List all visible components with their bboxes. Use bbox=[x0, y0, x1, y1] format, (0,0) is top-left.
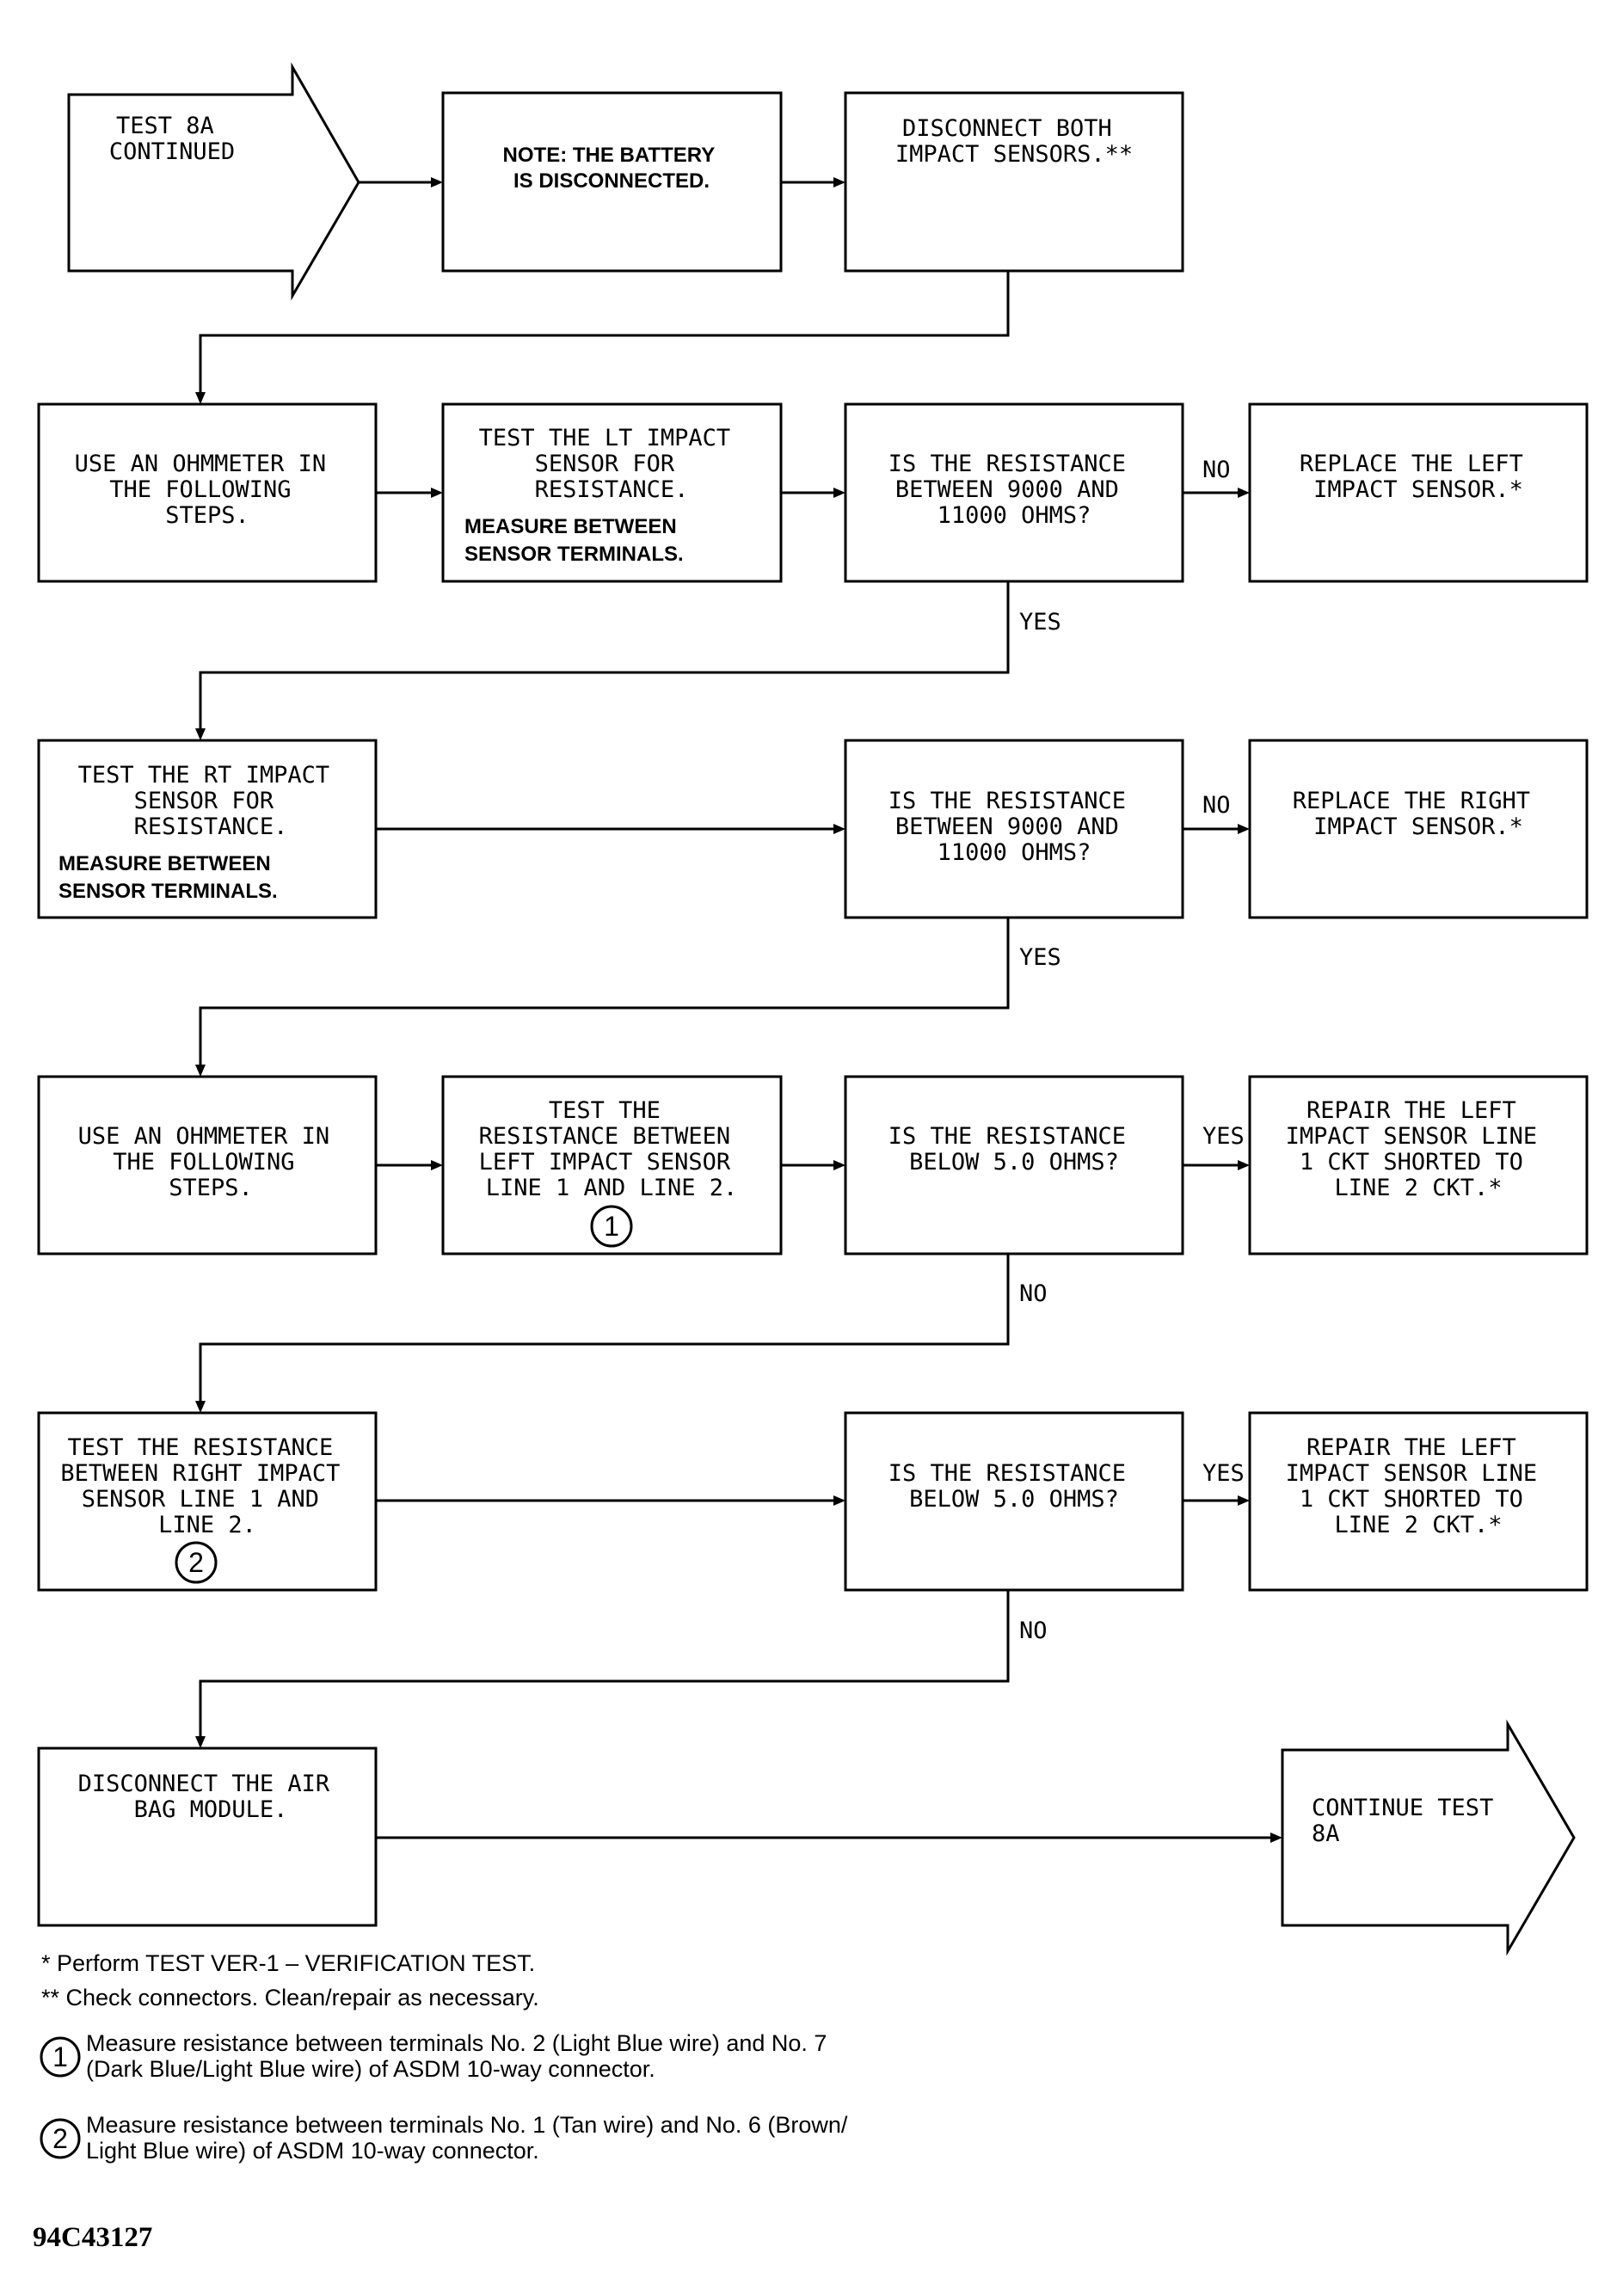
yes-label: YES bbox=[1202, 1460, 1245, 1487]
marker-2-number: 2 bbox=[188, 1547, 204, 1578]
test-rt-sensor-text: TEST THE RT IMPACT SENSOR FOR RESISTANCE… bbox=[78, 762, 344, 840]
marker-2-circle bbox=[175, 1541, 218, 1584]
disconnect-sensors-box bbox=[844, 91, 1184, 273]
no-label: NO bbox=[1202, 457, 1231, 483]
repair-right-line-box bbox=[1248, 1411, 1589, 1592]
disconnect-airbag-box bbox=[37, 1747, 378, 1927]
arrowhead bbox=[195, 1401, 206, 1413]
footnote-marker-1-number: 1 bbox=[52, 2041, 68, 2072]
marker-1-number: 1 bbox=[604, 1211, 619, 1242]
use-ohmmeter-text-2: USE AN OHMMETER IN THE FOLLOWING STEPS. bbox=[78, 1123, 344, 1201]
replace-right-sensor-box bbox=[1248, 739, 1589, 919]
footnote-1-text: Measure resistance between terminals No.… bbox=[86, 2030, 833, 2082]
continue-test-8a-arrow bbox=[1281, 1719, 1576, 1956]
yes-label: YES bbox=[1019, 609, 1061, 635]
arrowhead bbox=[195, 392, 206, 404]
connector-line bbox=[199, 581, 1010, 734]
use-ohmmeter-text: USE AN OHMMETER IN THE FOLLOWING STEPS. bbox=[75, 451, 341, 529]
test-lt-measure-note: MEASURE BETWEEN SENSOR TERMINALS. bbox=[464, 515, 684, 566]
use-ohmmeter-box-2 bbox=[37, 1075, 378, 1255]
arrowhead bbox=[1238, 1160, 1250, 1170]
arrowhead bbox=[833, 1160, 845, 1170]
footnote-marker-2-circle bbox=[40, 2118, 81, 2159]
arrowhead bbox=[1270, 1833, 1282, 1843]
test-rt-measure-note: MEASURE BETWEEN SENSOR TERMINALS. bbox=[58, 852, 278, 903]
connector-line bbox=[199, 271, 1010, 398]
repair-left-line-text: REPAIR THE LEFT IMPACT SENSOR LINE 1 CKT… bbox=[1286, 1097, 1552, 1201]
test-8a-continued-arrow bbox=[67, 62, 360, 301]
test-left-lines-text: TEST THE RESISTANCE BETWEEN LEFT IMPACT … bbox=[479, 1097, 745, 1201]
use-ohmmeter-box bbox=[37, 402, 378, 583]
marker-1-circle bbox=[590, 1205, 633, 1248]
arrowhead bbox=[833, 1495, 845, 1506]
arrowhead bbox=[833, 824, 845, 834]
figure-code: 94C43127 bbox=[33, 2222, 152, 2253]
test-rt-sensor-box bbox=[37, 739, 378, 919]
arrowhead bbox=[1238, 1495, 1250, 1506]
below-5-ohms-question-right-box bbox=[844, 1411, 1184, 1592]
footnote-double-star: ** Check connectors. Clean/repair as nec… bbox=[41, 1985, 539, 2011]
repair-left-line-box bbox=[1248, 1075, 1589, 1255]
below-5-ohms-question-left-box bbox=[844, 1075, 1184, 1255]
footnote-marker-1-circle bbox=[40, 2036, 81, 2078]
connector-line bbox=[199, 1254, 1010, 1407]
no-label: NO bbox=[1019, 1618, 1048, 1644]
replace-right-sensor-text: REPLACE THE RIGHT IMPACT SENSOR.* bbox=[1293, 788, 1545, 840]
arrowhead bbox=[195, 1065, 206, 1077]
footnote-star: * Perform TEST VER-1 – VERIFICATION TEST… bbox=[41, 1950, 535, 1976]
arrowhead bbox=[833, 177, 845, 187]
footnote-marker-2-number: 2 bbox=[52, 2123, 68, 2154]
no-label: NO bbox=[1202, 792, 1231, 819]
arrowhead bbox=[1238, 488, 1250, 498]
replace-left-sensor-text: REPLACE THE LEFT IMPACT SENSOR.* bbox=[1300, 451, 1537, 503]
battery-note-box bbox=[441, 91, 783, 273]
connector-line bbox=[199, 1590, 1010, 1742]
continue-test-8a-text: CONTINUE TEST 8A bbox=[1312, 1795, 1508, 1847]
arrowhead bbox=[431, 1160, 443, 1170]
yes-label: YES bbox=[1202, 1123, 1245, 1150]
test-right-lines-text: TEST THE RESISTANCE BETWEEN RIGHT IMPACT… bbox=[60, 1434, 353, 1538]
battery-note-text: NOTE: THE BATTERY IS DISCONNECTED. bbox=[503, 144, 721, 193]
yes-label: YES bbox=[1019, 944, 1061, 971]
arrowhead bbox=[1238, 824, 1250, 834]
repair-right-line-text: REPAIR THE LEFT IMPACT SENSOR LINE 1 CKT… bbox=[1286, 1434, 1552, 1538]
connector-line bbox=[199, 918, 1010, 1071]
arrowhead bbox=[195, 728, 206, 740]
test-8a-continued-text: TEST 8A CONTINUED bbox=[109, 113, 235, 165]
resistance-question-lt-box bbox=[844, 402, 1184, 583]
arrowhead bbox=[833, 488, 845, 498]
below-5-ohms-question-right-text: IS THE RESISTANCE BELOW 5.0 OHMS? bbox=[888, 1460, 1140, 1513]
below-5-ohms-question-left-text: IS THE RESISTANCE BELOW 5.0 OHMS? bbox=[888, 1123, 1140, 1176]
arrowhead bbox=[431, 177, 443, 187]
disconnect-airbag-text: DISCONNECT THE AIR BAG MODULE. bbox=[78, 1771, 344, 1823]
no-label: NO bbox=[1019, 1280, 1048, 1307]
arrowhead bbox=[431, 488, 443, 498]
resistance-question-lt-text: IS THE RESISTANCE BETWEEN 9000 AND 11000… bbox=[888, 451, 1140, 529]
replace-left-sensor-box bbox=[1248, 402, 1589, 583]
resistance-question-rt-box bbox=[844, 739, 1184, 919]
resistance-question-rt-text: IS THE RESISTANCE BETWEEN 9000 AND 11000… bbox=[888, 788, 1140, 866]
test-lt-sensor-text: TEST THE LT IMPACT SENSOR FOR RESISTANCE… bbox=[479, 425, 745, 503]
disconnect-sensors-text: DISCONNECT BOTH IMPACT SENSORS.** bbox=[895, 115, 1133, 168]
arrowhead bbox=[195, 1736, 206, 1748]
footnote-2-text: Measure resistance between terminals No.… bbox=[86, 2112, 854, 2164]
